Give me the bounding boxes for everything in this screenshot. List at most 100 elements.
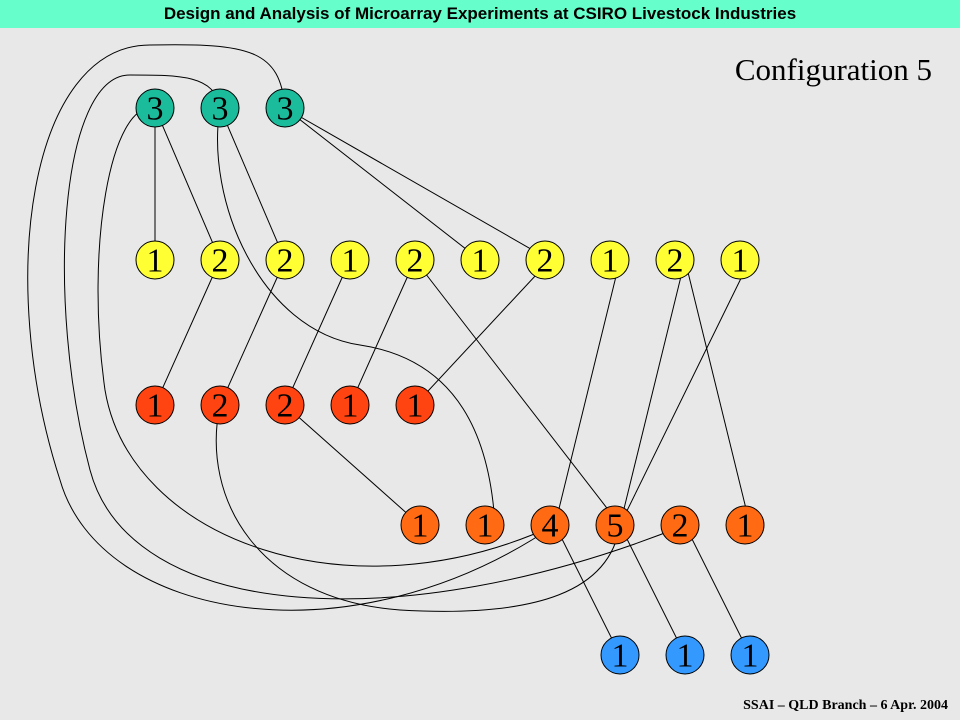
graph-node: 5 — [595, 505, 635, 545]
graph-node: 1 — [465, 505, 505, 545]
edge — [63, 74, 686, 600]
graph-node: 1 — [395, 385, 435, 425]
node-label: 2 — [212, 243, 229, 280]
edge — [554, 524, 621, 656]
node-circle — [655, 240, 695, 280]
edge — [154, 107, 221, 261]
graph-node: 1 — [330, 385, 370, 425]
node-label: 1 — [737, 508, 754, 545]
node-label: 1 — [742, 638, 759, 675]
node-circle — [720, 240, 760, 280]
edge — [619, 259, 686, 526]
graph-node: 2 — [525, 240, 565, 280]
node-label: 1 — [472, 243, 489, 280]
node-label: 5 — [607, 508, 624, 545]
node-circle — [135, 88, 175, 128]
node-circle — [135, 385, 175, 425]
node-circle — [330, 385, 370, 425]
graph-node: 2 — [265, 240, 305, 280]
graph-node: 2 — [200, 240, 240, 280]
node-label: 1 — [477, 508, 494, 545]
edge — [27, 44, 556, 611]
graph-node: 1 — [665, 635, 705, 675]
node-circle — [265, 385, 305, 425]
configuration-title: Configuration 5 — [734, 52, 932, 87]
node-circle — [200, 88, 240, 128]
edge — [219, 259, 286, 406]
graph-node: 3 — [135, 88, 175, 128]
node-circle — [590, 240, 630, 280]
node-circle — [135, 240, 175, 280]
node-label: 2 — [672, 508, 689, 545]
node-circle — [725, 505, 765, 545]
node-circle — [600, 635, 640, 675]
node-label: 1 — [147, 388, 164, 425]
graph-node: 2 — [660, 505, 700, 545]
node-label: 1 — [677, 638, 694, 675]
header-bar: Design and Analysis of Microarray Experi… — [0, 0, 960, 28]
graph-node: 1 — [400, 505, 440, 545]
edge — [284, 259, 351, 406]
edge — [684, 259, 751, 526]
edge — [284, 107, 481, 261]
edge — [217, 107, 496, 526]
graph-node: 3 — [265, 88, 305, 128]
node-label: 1 — [612, 638, 629, 675]
edge — [414, 259, 621, 526]
node-circle — [200, 240, 240, 280]
node-circle — [265, 240, 305, 280]
edge — [619, 524, 686, 656]
node-circle — [530, 505, 570, 545]
node-label: 1 — [342, 388, 359, 425]
graph-node: 1 — [135, 240, 175, 280]
node-label: 1 — [407, 388, 424, 425]
node-label: 2 — [407, 243, 424, 280]
node-label: 4 — [542, 508, 559, 545]
graph-node: 2 — [265, 385, 305, 425]
edge — [414, 259, 551, 406]
node-circle — [395, 240, 435, 280]
edge — [284, 404, 421, 526]
node-circle — [395, 385, 435, 425]
node-circle — [730, 635, 770, 675]
node-label: 2 — [667, 243, 684, 280]
node-label: 1 — [602, 243, 619, 280]
graph-node: 1 — [720, 240, 760, 280]
edge — [684, 524, 751, 656]
node-circle — [460, 240, 500, 280]
node-circle — [200, 385, 240, 425]
node-label: 2 — [277, 243, 294, 280]
graph-node: 2 — [200, 385, 240, 425]
header-title: Design and Analysis of Microarray Experi… — [163, 4, 797, 23]
edge — [554, 259, 621, 526]
edge — [284, 107, 551, 261]
node-circle — [265, 88, 305, 128]
graph-node: 1 — [725, 505, 765, 545]
node-label: 1 — [732, 243, 749, 280]
edge — [219, 107, 286, 261]
graph-node: 3 — [200, 88, 240, 128]
graph-node: 1 — [330, 240, 370, 280]
node-circle — [660, 505, 700, 545]
node-circle — [400, 505, 440, 545]
node-circle — [525, 240, 565, 280]
node-circle — [595, 505, 635, 545]
edge — [154, 259, 221, 406]
graph-node: 1 — [600, 635, 640, 675]
node-label: 1 — [412, 508, 429, 545]
node-label: 3 — [147, 91, 164, 128]
edge — [215, 404, 621, 612]
graph-node: 2 — [655, 240, 695, 280]
footer-text: SSAI – QLD Branch – 6 Apr. 2004 — [743, 698, 948, 713]
graph-edges — [27, 44, 751, 656]
node-circle — [665, 635, 705, 675]
node-label: 1 — [342, 243, 359, 280]
node-label: 2 — [212, 388, 229, 425]
node-circle — [465, 505, 505, 545]
node-label: 2 — [277, 388, 294, 425]
edge — [349, 259, 416, 406]
graph-node: 4 — [530, 505, 570, 545]
graph-node: 1 — [135, 385, 175, 425]
